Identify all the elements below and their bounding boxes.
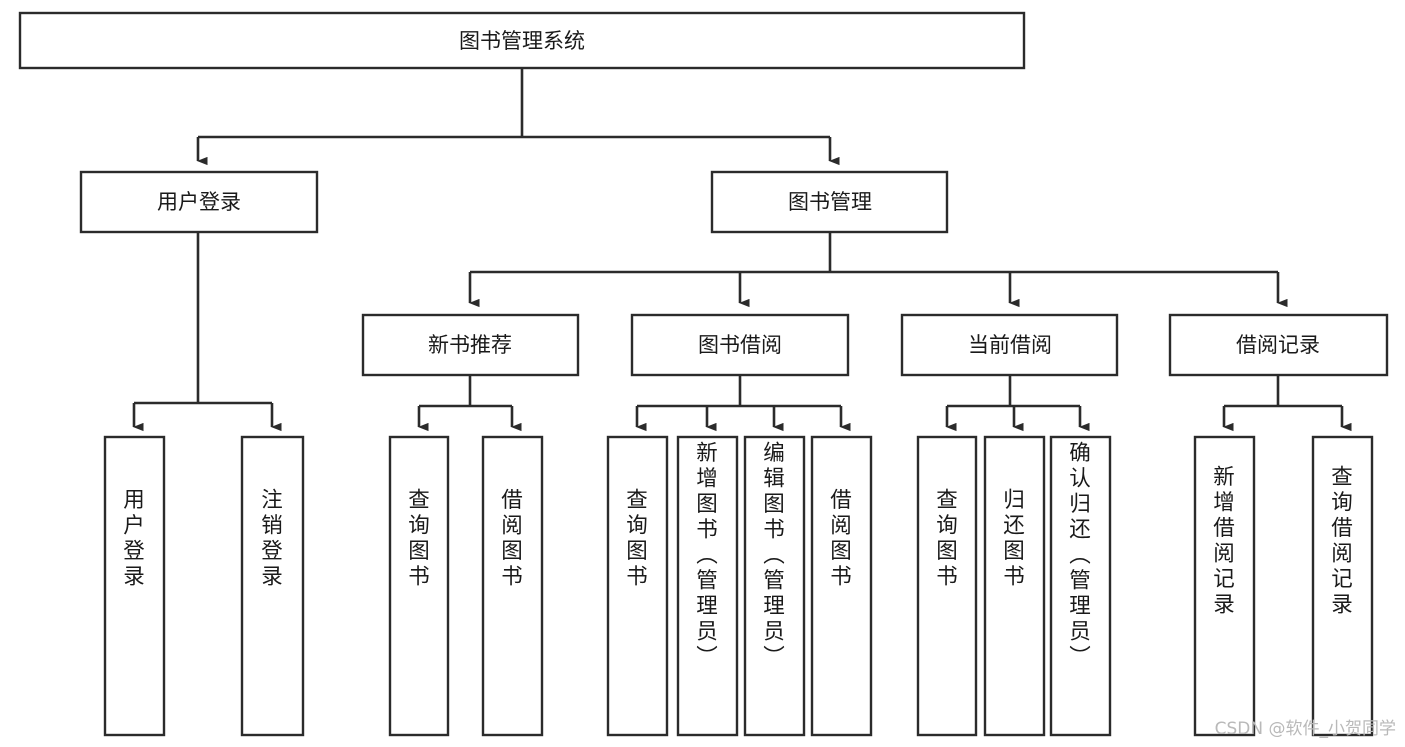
node-leaf-user-logout[interactable]: 注销登录 — [240, 435, 305, 737]
csdn-watermark: CSDN @软件_小贺同学 — [1215, 719, 1396, 739]
node-leaf-query-book-2[interactable]: 查询图书 — [606, 435, 669, 737]
node-book-borrow[interactable]: 图书借阅 — [630, 313, 850, 377]
node-book-borrow-box[interactable] — [630, 313, 850, 377]
node-borrow-record-label: 借阅记录 — [1236, 333, 1320, 357]
node-leaf-query-book-2-label: 查询图书 — [626, 488, 648, 590]
node-leaf-user-login[interactable]: 用户登录 — [103, 435, 166, 737]
node-user-login[interactable]: 用户登录 — [79, 170, 319, 234]
node-leaf-borrow-book-1-box[interactable] — [481, 435, 544, 737]
node-leaf-query-book-1-label: 查询图书 — [408, 488, 430, 590]
node-leaf-confirm-return[interactable]: 确认归还︵管理员︶ — [1049, 435, 1112, 737]
node-new-book-rec-label: 新书推荐 — [428, 333, 512, 357]
node-user-login-label: 用户登录 — [157, 190, 241, 214]
node-leaf-add-book[interactable]: 新增图书︵管理员︶ — [676, 435, 739, 737]
node-leaf-return-book-label: 归还图书 — [1003, 488, 1025, 590]
node-leaf-borrow-book-1[interactable]: 借阅图书 — [481, 435, 544, 737]
node-root[interactable]: 图书管理系统 — [18, 11, 1026, 70]
node-borrow-record-box[interactable] — [1168, 313, 1389, 377]
node-leaf-query-book-2-box[interactable] — [606, 435, 669, 737]
node-borrow-record[interactable]: 借阅记录 — [1168, 313, 1389, 377]
node-new-book-rec-box[interactable] — [361, 313, 580, 377]
node-leaf-query-record-label: 查询借阅记录 — [1331, 465, 1353, 618]
node-user-login-box[interactable] — [79, 170, 319, 234]
node-leaf-user-logout-label: 注销登录 — [261, 488, 283, 590]
node-book-manage-box[interactable] — [710, 170, 949, 234]
node-leaf-edit-book-box[interactable] — [743, 435, 806, 737]
node-current-borrow[interactable]: 当前借阅 — [900, 313, 1119, 377]
node-leaf-add-book-box[interactable] — [676, 435, 739, 737]
node-leaf-borrow-book-2-label: 借阅图书 — [830, 488, 852, 590]
node-book-manage[interactable]: 图书管理 — [710, 170, 949, 234]
node-leaf-query-book-3[interactable]: 查询图书 — [916, 435, 978, 737]
node-leaf-add-book-label: 新增图书︵管理员︶ — [696, 441, 718, 670]
node-leaf-query-record[interactable]: 查询借阅记录 — [1311, 435, 1374, 737]
connector-group — [132, 68, 1352, 432]
node-leaf-return-book[interactable]: 归还图书 — [983, 435, 1046, 737]
node-root-label: 图书管理系统 — [459, 29, 585, 53]
node-leaf-user-login-label: 用户登录 — [123, 488, 145, 590]
node-leaf-query-book-3-label: 查询图书 — [936, 488, 958, 590]
node-leaf-confirm-return-box[interactable] — [1049, 435, 1112, 737]
node-leaf-add-record[interactable]: 新增借阅记录 — [1193, 435, 1256, 737]
node-leaf-edit-book[interactable]: 编辑图书︵管理员︶ — [743, 435, 806, 737]
node-leaf-query-book-1[interactable]: 查询图书 — [388, 435, 450, 737]
node-leaf-return-book-box[interactable] — [983, 435, 1046, 737]
node-leaf-borrow-book-1-label: 借阅图书 — [501, 488, 523, 590]
node-leaf-borrow-book-2-box[interactable] — [810, 435, 873, 737]
node-root-box[interactable] — [18, 11, 1026, 70]
node-current-borrow-label: 当前借阅 — [968, 333, 1052, 357]
node-leaf-confirm-return-label: 确认归还︵管理员︶ — [1069, 441, 1091, 670]
node-leaf-user-logout-box[interactable] — [240, 435, 305, 737]
node-new-book-rec[interactable]: 新书推荐 — [361, 313, 580, 377]
node-current-borrow-box[interactable] — [900, 313, 1119, 377]
node-book-manage-label: 图书管理 — [788, 190, 872, 214]
node-leaf-add-record-label: 新增借阅记录 — [1213, 465, 1235, 618]
node-leaf-query-record-box[interactable] — [1311, 435, 1374, 737]
node-leaf-edit-book-label: 编辑图书︵管理员︶ — [763, 441, 785, 670]
node-leaf-query-book-1-box[interactable] — [388, 435, 450, 737]
node-leaf-borrow-book-2[interactable]: 借阅图书 — [810, 435, 873, 737]
node-leaf-add-record-box[interactable] — [1193, 435, 1256, 737]
node-leaf-user-login-box[interactable] — [103, 435, 166, 737]
node-leaf-query-book-3-box[interactable] — [916, 435, 978, 737]
node-book-borrow-label: 图书借阅 — [698, 333, 782, 357]
leaf-nodes-group: 用户登录 注销登录 查询图书 借阅图书 查询图书 新增图书︵管理员︶ 编辑图书︵… — [103, 435, 1374, 737]
